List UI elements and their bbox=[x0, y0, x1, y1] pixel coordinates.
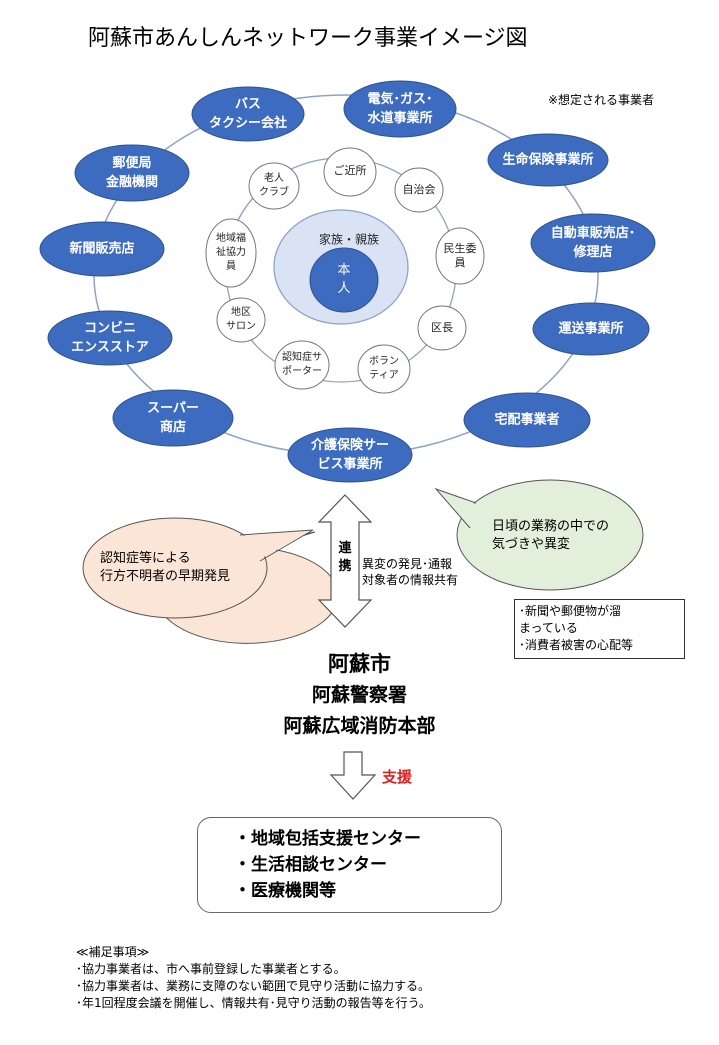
outer-node-shape-parcel bbox=[463, 392, 591, 448]
outer-node-car-dealer: 自動車販売店･ 修理店 bbox=[550, 226, 636, 260]
outer-node-utilities: 電気･ガス･ 水道事業所 bbox=[367, 92, 433, 126]
footer-notes: ≪補足事項≫ ･協力事業者は、市へ事前登録した事業者とする。 ･協力事業者は、業… bbox=[76, 944, 431, 1012]
outer-node-shape-convenience-store bbox=[47, 310, 173, 366]
inner-node-shape-district-salon bbox=[216, 297, 266, 343]
inner-node-district-salon: 地区 サロン bbox=[226, 307, 256, 332]
outer-node-transport: 運送事業所 bbox=[558, 321, 624, 337]
support-item: ・地域包括支援センター bbox=[234, 829, 421, 849]
outer-node-shape-car-dealer bbox=[530, 213, 656, 273]
down-arrow bbox=[329, 751, 377, 800]
outer-node-supermarket: スーパー 商店 bbox=[147, 401, 199, 435]
self-circle bbox=[309, 247, 379, 313]
inner-node-residents-assoc: 自治会 bbox=[402, 183, 436, 196]
footer-line: ･協力事業者は、業務に支障のない範囲で見守り活動に協力する。 bbox=[76, 979, 431, 993]
outer-node-parcel: 宅配事業者 bbox=[494, 412, 560, 428]
outer-node-shape-transport bbox=[532, 302, 650, 356]
support-label: 支援 bbox=[382, 768, 413, 786]
agency-police: 阿蘇警察署 bbox=[311, 684, 407, 706]
inner-node-seniors-club: 老人 クラブ bbox=[259, 173, 289, 198]
renkei-label: 連 携 bbox=[338, 541, 352, 574]
outer-node-newspaper: 新聞販売店 bbox=[69, 241, 135, 257]
inner-node-shape-neighbors bbox=[323, 147, 377, 197]
outer-node-shape-life-insurance bbox=[487, 133, 609, 187]
outer-node-care-service: 介護保険サー ビス事業所 bbox=[310, 438, 390, 472]
outer-node-convenience-store: コンビニ エンスストア bbox=[71, 321, 149, 355]
outer-node-life-insurance: 生命保険事業所 bbox=[502, 152, 594, 168]
inner-node-volunteer: ボラン ティア bbox=[369, 356, 399, 381]
inner-node-shape-district-head bbox=[417, 305, 467, 351]
inner-node-welfare-commissioner: 民生委 員 bbox=[443, 242, 477, 269]
support-item: ・医療機関等 bbox=[234, 881, 336, 901]
support-item: ・生活相談センター bbox=[234, 855, 387, 875]
right-bubble-tail-outline bbox=[434, 487, 477, 529]
inner-node-dementia-supporter: 認知症サ ポーター bbox=[282, 352, 322, 377]
footer-line: ･協力事業者は、市へ事前登録した事業者とする。 bbox=[76, 962, 346, 976]
support-box: ・地域包括支援センター ・生活相談センター ・医療機関等 bbox=[197, 817, 502, 913]
inner-node-neighbors: ご近所 bbox=[333, 164, 367, 177]
inner-node-shape-welfare-cooperator bbox=[205, 218, 257, 288]
inner-node-district-head: 区長 bbox=[431, 321, 453, 334]
right-bubble-tail bbox=[436, 489, 478, 527]
right-bubble-text: 日頃の業務の中での 気づきや異変 bbox=[492, 519, 610, 552]
footer-heading: ≪補足事項≫ bbox=[76, 945, 150, 959]
business-note: ※想定される事業者 bbox=[548, 93, 655, 107]
inner-node-shape-residents-assoc bbox=[394, 167, 444, 213]
examples-box: ･新聞や郵便物が溜 まっている ･消費者被害の心配等 bbox=[514, 599, 685, 659]
outer-node-shape-bus bbox=[191, 86, 305, 142]
outer-node-shape-newspaper bbox=[39, 221, 165, 277]
left-bubble-text: 認知症等による 行方不明者の早期発見 bbox=[100, 551, 231, 584]
outer-node-post-office: 郵便局 金融機関 bbox=[105, 156, 159, 190]
agency-aso-city: 阿蘇市 bbox=[328, 652, 391, 676]
footer-line: ･年1回程度会議を開催し、情報共有･見守り活動の報告等を行う。 bbox=[76, 996, 431, 1010]
inner-node-shape-seniors-club bbox=[248, 162, 300, 210]
double-arrow bbox=[317, 494, 373, 628]
left-bubble-tail bbox=[240, 530, 313, 560]
left-bubble-body bbox=[82, 517, 268, 619]
outer-node-bus: バス タクシー会社 bbox=[208, 97, 288, 131]
left-bubble-tail-outline bbox=[239, 529, 314, 562]
self-label: 本 人 bbox=[337, 263, 351, 296]
inner-node-shape-welfare-commissioner bbox=[435, 227, 485, 285]
outer-node-shape-care-service bbox=[287, 427, 413, 483]
agency-fire-dept: 阿蘇広域消防本部 bbox=[283, 715, 436, 737]
inner-node-shape-volunteer bbox=[357, 344, 411, 394]
inner-node-shape-dementia-supporter bbox=[274, 340, 330, 390]
outer-node-shape-supermarket bbox=[112, 389, 234, 447]
inner-node-welfare-cooperator: 地域福 祉協力 員 bbox=[216, 233, 246, 272]
page-title: 阿蘇市あんしんネットワーク事業イメージ図 bbox=[88, 26, 528, 51]
outer-node-shape-utilities bbox=[343, 80, 457, 138]
arrow-description: 異変の発見･通報 対象者の情報共有 bbox=[362, 557, 459, 587]
right-bubble-body bbox=[456, 479, 644, 591]
family-label: 家族・親族 bbox=[318, 232, 380, 247]
outer-node-shape-post-office bbox=[74, 144, 190, 202]
